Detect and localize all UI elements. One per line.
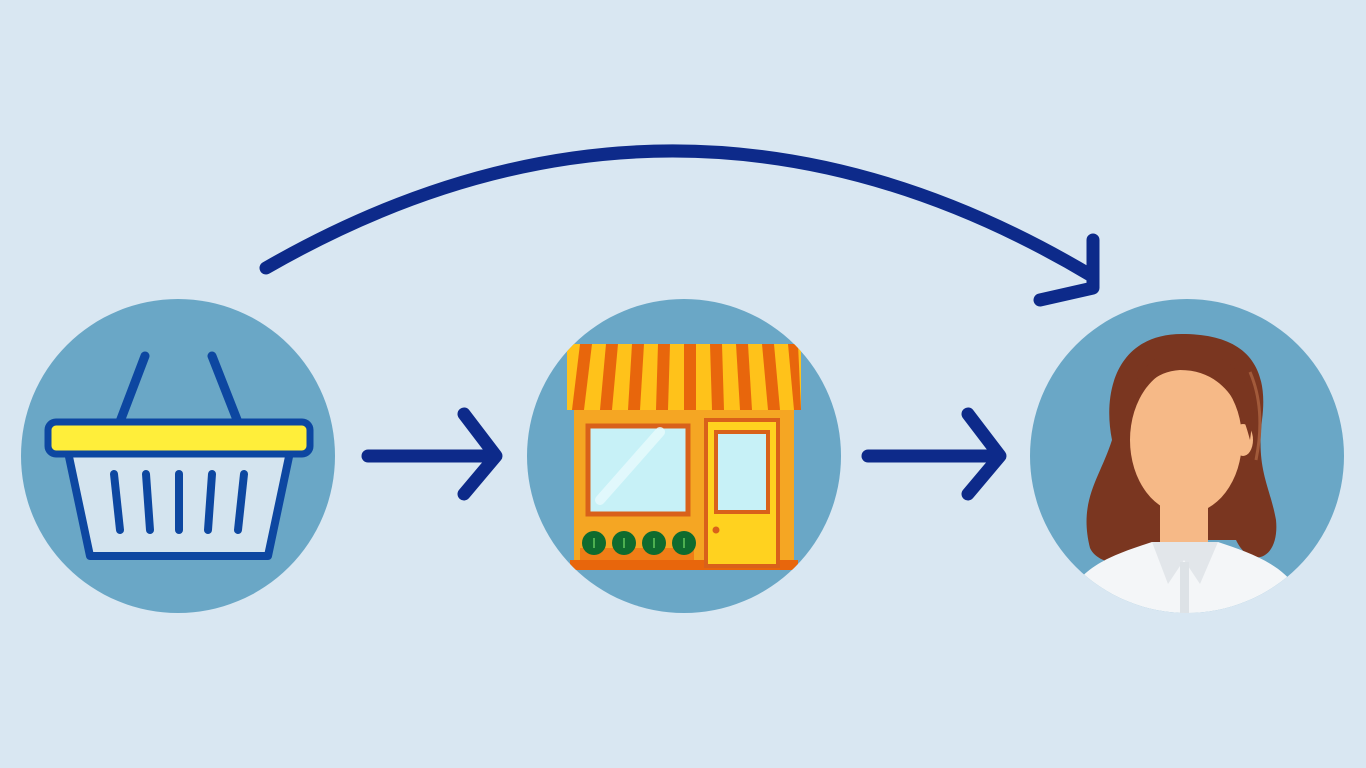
node-store [527, 299, 841, 613]
node-basket [21, 299, 335, 613]
storefront-icon [567, 344, 801, 570]
curved-arrow-basket-to-customer [259, 144, 1100, 307]
arrow-basket-to-store [361, 407, 503, 501]
arrow-store-to-customer [861, 407, 1007, 501]
node-customer [1030, 299, 1344, 613]
plants [580, 531, 696, 560]
awning [567, 344, 801, 410]
shopping-basket-icon [44, 351, 314, 560]
customer-avatar-icon [1060, 334, 1310, 613]
